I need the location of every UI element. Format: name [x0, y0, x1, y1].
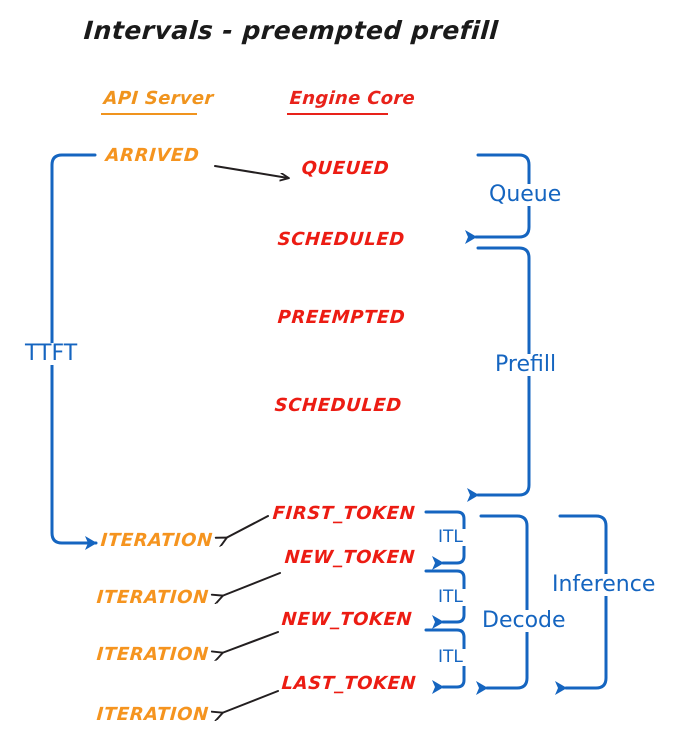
interval-label-itl-2: ITL — [435, 589, 466, 606]
event-iteration-2: ITERATION — [95, 587, 210, 608]
event-first-token: FIRST_TOKEN — [271, 503, 416, 524]
column-header-engine-core-underline — [287, 113, 388, 115]
arrow-new-token-2-to-iteration-3 — [222, 631, 279, 653]
event-scheduled-1: SCHEDULED — [276, 229, 406, 250]
interval-label-queue: Queue — [486, 184, 565, 206]
interval-label-itl-3: ITL — [435, 649, 466, 666]
interval-label-inference: Inference — [549, 574, 659, 596]
interval-label-prefill: Prefill — [492, 354, 560, 376]
event-last-token: LAST_TOKEN — [280, 673, 417, 694]
column-header-api-server: API Server — [102, 88, 215, 109]
arrow-new-token-1-to-iteration-2 — [222, 572, 281, 596]
arrow-last-token-to-iteration-4 — [222, 690, 279, 713]
arrow-arrived-to-queued — [214, 165, 288, 178]
bracket-inference — [555, 514, 608, 695]
interval-label-itl-1: ITL — [435, 529, 466, 546]
event-queued: QUEUED — [300, 158, 391, 179]
event-new-token-1: NEW_TOKEN — [283, 547, 416, 568]
event-arrived: ARRIVED — [104, 145, 201, 166]
event-iteration-3: ITERATION — [95, 644, 210, 665]
event-iteration-1: ITERATION — [99, 530, 214, 551]
event-preempted: PREEMPTED — [276, 307, 407, 328]
column-header-api-server-underline — [101, 113, 197, 115]
page-title: Intervals - preempted prefill — [82, 16, 500, 45]
event-scheduled-2: SCHEDULED — [273, 395, 403, 416]
column-header-engine-core: Engine Core — [288, 88, 416, 109]
interval-label-ttft: TTFT — [22, 343, 81, 365]
bracket-decode — [476, 514, 529, 695]
event-new-token-2: NEW_TOKEN — [280, 609, 413, 630]
interval-label-decode: Decode — [479, 610, 569, 632]
event-iteration-4: ITERATION — [95, 704, 210, 725]
arrow-first-token-to-iteration-1 — [226, 515, 269, 538]
